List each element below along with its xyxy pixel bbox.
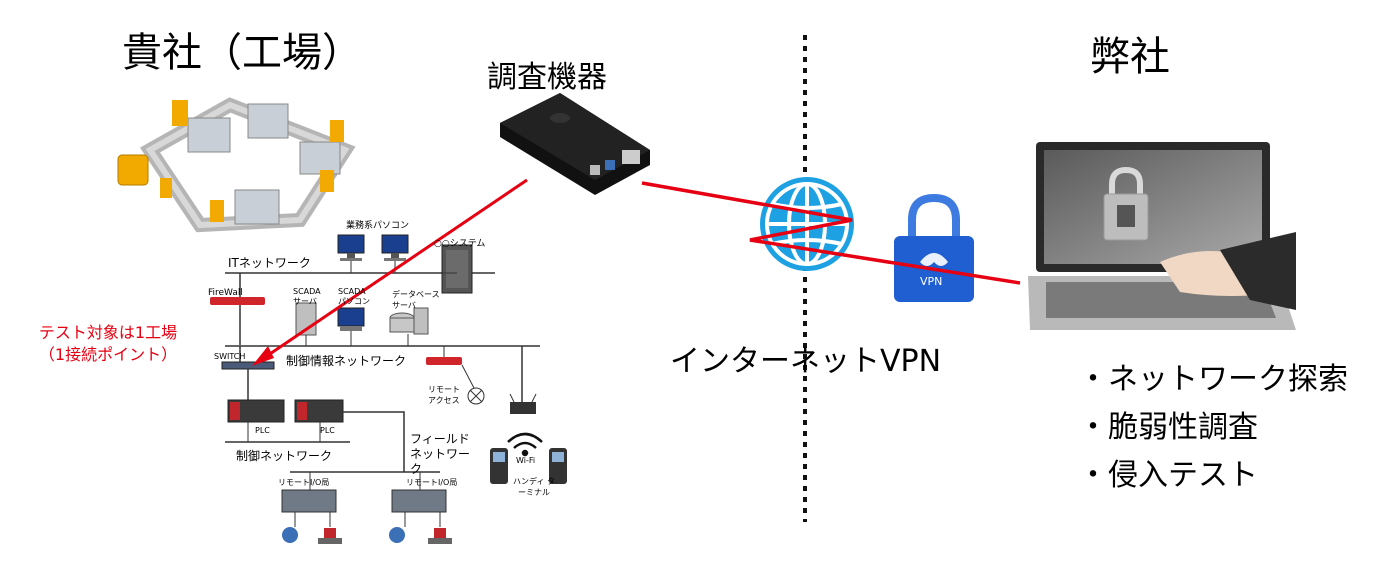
handy-terminal-right xyxy=(549,448,567,484)
factory-title: 貴社（工場） xyxy=(122,30,362,76)
service-list: ・ネットワーク探索 ・脆弱性調査 ・侵入テスト xyxy=(1078,356,1348,500)
scada-pc xyxy=(337,307,365,331)
plc-label-1: PLC xyxy=(255,426,270,435)
test-target-note: テスト対象は1工場 （1接続ポイント） xyxy=(8,322,208,366)
plc-2 xyxy=(294,399,344,423)
system-label: ○○システム xyxy=(434,239,486,249)
laptop-illustration xyxy=(1028,142,1296,330)
remote-io-label-1: リモートI/O局 xyxy=(278,478,330,487)
firewall-device xyxy=(210,297,265,305)
wireless-ap xyxy=(510,402,536,414)
business-pc-2 xyxy=(381,234,409,273)
plc-1 xyxy=(227,399,285,423)
system-server xyxy=(441,244,473,294)
internet-vpn-label: インターネットVPN xyxy=(670,344,942,379)
service-item-network-discovery: ・ネットワーク探索 xyxy=(1078,362,1348,397)
factory-conveyor-illustration xyxy=(117,97,356,233)
wifi-icon xyxy=(507,432,543,457)
test-target-note-line1: テスト対象は1工場 xyxy=(38,323,178,342)
handy-terminal-left xyxy=(490,448,508,484)
business-pc-1 xyxy=(337,234,365,273)
it-network-label: ITネットワーク xyxy=(228,256,311,270)
field-network-label: フィールド ネットワーク xyxy=(410,432,471,476)
handy-terminal-label: ハンディ ターミナル xyxy=(513,477,555,497)
vpn-badge-label: VPN xyxy=(920,275,943,288)
service-item-penetration-test: ・侵入テスト xyxy=(1078,458,1258,493)
device-title: 調査機器 xyxy=(487,60,607,95)
business-pc-label: 業務系パソコン xyxy=(346,221,410,231)
remote-io-2 xyxy=(391,489,447,513)
company-title: 弊社 xyxy=(1090,34,1170,80)
remote-io-label-2: リモートI/O局 xyxy=(406,478,458,487)
wifi-label: Wi-Fi xyxy=(516,456,536,465)
service-item-vulnerability-check: ・脆弱性調査 xyxy=(1078,410,1258,445)
remote-access-icon xyxy=(467,387,485,405)
plc-label-2: PLC xyxy=(320,426,335,435)
survey-device xyxy=(500,93,650,195)
vpn-connection-line xyxy=(641,181,1021,285)
device-to-switch-line xyxy=(257,178,528,364)
firewall-label: FireWall xyxy=(208,288,243,298)
test-target-note-line2: （1接続ポイント） xyxy=(38,345,178,364)
control-network-label: 制御ネットワーク xyxy=(236,449,333,463)
globe-icon xyxy=(760,177,854,271)
scada-server-label: SCADA サーバ xyxy=(293,287,321,306)
field-sensors xyxy=(282,527,452,544)
arrow-head xyxy=(252,346,274,366)
scada-pc-label: SCADA パソコン xyxy=(338,287,370,306)
switch-label: SWITCH xyxy=(214,352,246,361)
db-server-label: データベース サーバ xyxy=(392,290,440,310)
control-info-network-label: 制御情報ネットワーク xyxy=(286,354,407,368)
db-server xyxy=(389,307,429,335)
remote-io-1 xyxy=(281,489,337,513)
switch-device xyxy=(221,361,275,370)
remote-access-router xyxy=(426,357,462,365)
remote-access-label: リモート アクセス xyxy=(428,385,460,405)
